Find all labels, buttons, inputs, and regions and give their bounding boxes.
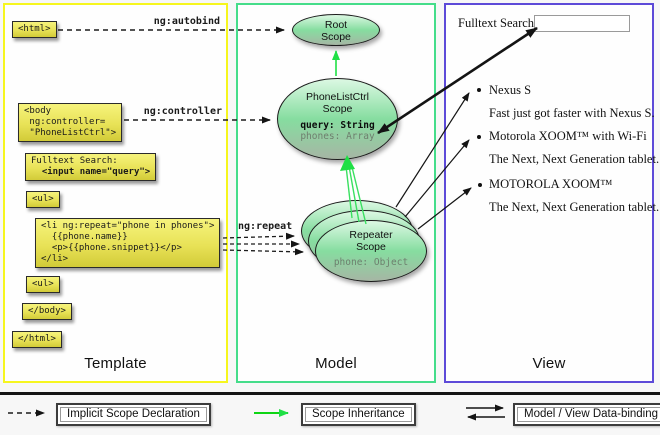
code-fulltext-search: Fulltext Search: <input name="query"> [25, 153, 157, 181]
prop-phone: phone: Object [333, 257, 409, 268]
repeater-scope-title: Repeater Scope [349, 229, 393, 253]
bullet-dot [478, 183, 482, 187]
phone-snippet: The Next, Next Generation tablet. [489, 200, 660, 214]
prop-phones: phones: Array [300, 131, 375, 142]
ng-controller-label: ng:controller [143, 106, 222, 117]
prop-query: query: String [300, 120, 375, 131]
view-column-label: View [532, 355, 566, 372]
code-li-repeat: <li ng:repeat="phone in phones"> {{phone… [35, 218, 221, 268]
phone-name: MOTOROLA XOOM™ [489, 177, 613, 191]
model-column-label: Model [315, 355, 357, 372]
code-ul-close: <ul> [26, 276, 60, 293]
view-search-label: Fulltext Search: [458, 16, 538, 30]
bullet-dot [477, 88, 481, 92]
model-column: Model [236, 3, 436, 383]
code-ul-open: <ul> [26, 191, 60, 208]
view-column: View [444, 3, 654, 383]
code-fulltext-label: Fulltext Search: [31, 156, 118, 166]
phone-name: Nexus S [489, 83, 532, 97]
phonelistctrl-scope-ellipse: PhoneListCtrl Scope query: String phones… [277, 78, 398, 160]
legend-model-view-data-binding: Model / View Data-binding [513, 403, 660, 426]
code-input-query: <input name="query"> [31, 167, 151, 177]
phone-name: Motorola XOOM™ with Wi-Fi [489, 129, 647, 143]
bullet-dot [477, 135, 481, 139]
code-body-close: </body> [22, 303, 72, 320]
legend-separator-line [0, 392, 660, 395]
code-html-open: <html> [12, 21, 57, 38]
legend-implicit-scope-declaration: Implicit Scope Declaration [56, 403, 211, 426]
phone-snippet: Fast just got faster with Nexus S. [489, 106, 655, 120]
repeater-scope-ellipse-front: Repeater Scope phone: Object [315, 220, 427, 282]
template-column-label: Template [84, 355, 147, 372]
code-body-open: <body ng:controller= "PhoneListCtrl"> [18, 103, 123, 142]
phone-snippet: The Next, Next Generation tablet. [489, 152, 660, 166]
view-search-input[interactable] [534, 15, 630, 32]
ng-repeat-label: ng:repeat [238, 221, 293, 232]
root-scope-ellipse: Root Scope [292, 14, 380, 46]
phonelistctrl-scope-title: PhoneListCtrl Scope [305, 91, 370, 115]
legend-scope-inheritance: Scope Inheritance [301, 403, 416, 426]
code-html-close: </html> [12, 331, 62, 348]
ng-autobind-label: ng:autobind [153, 16, 220, 27]
root-scope-title: Root Scope [321, 19, 351, 43]
